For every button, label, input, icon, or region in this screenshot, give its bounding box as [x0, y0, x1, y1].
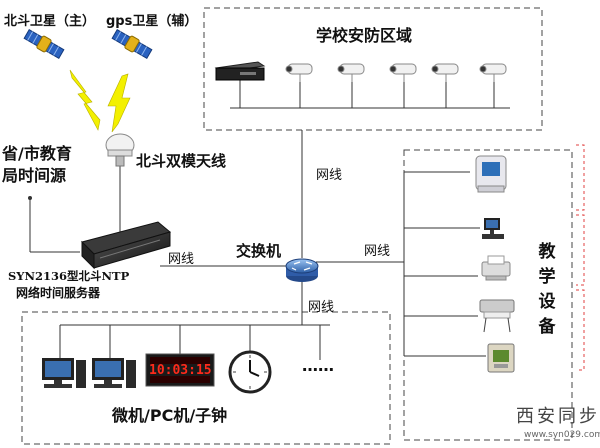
time-source-label-line2: 局时间源: [2, 166, 67, 185]
gps-signal-bolt-icon: [107, 73, 131, 133]
teaching-region-title: 教 学 设 备: [536, 240, 558, 340]
analog-clock-icon: [228, 350, 272, 394]
client-computer-icon: [92, 358, 136, 388]
server-label-line1: SYN2136型北斗NTP: [8, 269, 130, 283]
watermark-title: 西安同步: [516, 406, 600, 427]
beidou-satellite-icon: [23, 28, 65, 60]
campus-region-title: 学校安防区域: [316, 26, 413, 45]
beidou-signal-bolt-icon: [69, 69, 101, 131]
server-label-line2: 网络时间服务器: [16, 286, 101, 300]
cable-label-campus: 网线: [316, 168, 343, 183]
desktop-pc-icon: [482, 218, 504, 239]
switch-label: 交换机: [236, 242, 282, 260]
camera-icon: [337, 63, 365, 82]
dvr-recorder-icon: [214, 61, 266, 81]
cable-label-server: 网线: [168, 252, 195, 267]
camera-icon: [285, 63, 313, 82]
digital-clock-icon: [145, 353, 215, 387]
teaching-title-char: 设: [538, 292, 556, 312]
cable-lines: [29, 78, 510, 360]
teaching-title-char: 学: [538, 267, 556, 287]
camera-icon: [431, 63, 459, 82]
teaching-bracket: [576, 144, 585, 371]
clients-region: [21, 311, 391, 445]
camera-icons: [285, 63, 507, 82]
watermark-url: www.syn029.com: [524, 430, 600, 440]
digital-clock-readout: 10:03:15: [149, 363, 212, 378]
gps-satellite-label: gps卫星（辅）: [106, 14, 198, 29]
cable-label-clients: 网线: [308, 300, 335, 315]
camera-icon: [479, 63, 507, 82]
cable-label-teaching: 网线: [364, 244, 391, 259]
time-source-node: [28, 196, 32, 200]
ntp-server-icon: [81, 221, 172, 270]
more-devices-ellipsis: ……: [302, 356, 334, 375]
card-reader-icon: [487, 343, 515, 373]
kiosk-terminal-icon: [475, 155, 507, 193]
time-source-label-line1: 省/市教育: [2, 144, 72, 163]
switch-icon: [285, 258, 319, 282]
clients-region-title: 微机/PC机/子钟: [112, 406, 228, 425]
beidou-satellite-label: 北斗卫星（主）: [4, 14, 96, 29]
antenna-label: 北斗双模天线: [136, 152, 227, 170]
teaching-title-char: 教: [538, 242, 556, 262]
camera-icon: [389, 63, 417, 82]
antenna-icon: [105, 133, 135, 167]
plotter-icon: [479, 299, 515, 333]
printer-icon: [481, 255, 511, 281]
client-computer-icon: [42, 358, 86, 388]
teaching-title-char: 备: [538, 317, 556, 337]
gps-satellite-icon: [111, 28, 153, 60]
